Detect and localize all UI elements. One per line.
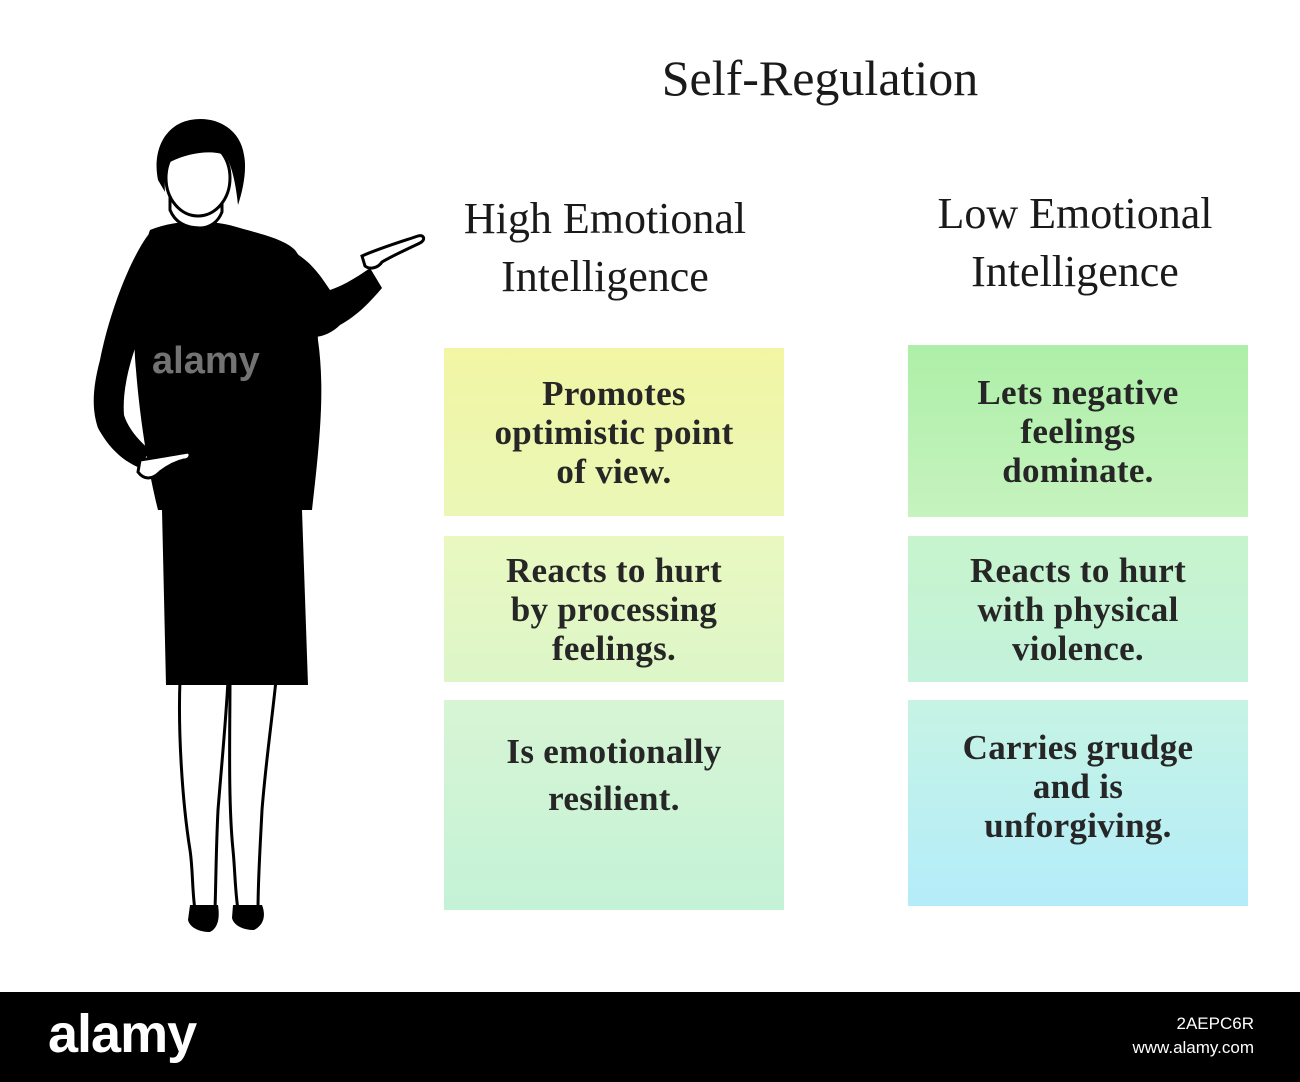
hip-arm-icon bbox=[93, 235, 150, 468]
high-ei-heading-text: High Emotional Intelligence bbox=[463, 194, 747, 301]
skirt-icon bbox=[162, 510, 308, 685]
right-shoe-icon bbox=[232, 905, 264, 930]
low-ei-item-1: Lets negative feelings dominate. bbox=[977, 372, 1179, 490]
high-ei-box-3: Is emotionally resilient. bbox=[444, 700, 784, 910]
high-ei-box-2: Reacts to hurt by processing feelings. bbox=[444, 536, 784, 682]
low-ei-item-3: Carries grudge and is unforgiving. bbox=[962, 728, 1194, 845]
low-ei-box-2: Reacts to hurt with physical violence. bbox=[908, 536, 1248, 682]
jacket-icon bbox=[134, 221, 322, 510]
low-ei-box-3: Carries grudge and is unforgiving. bbox=[908, 700, 1248, 906]
low-ei-heading: Low Emotional Intelligence bbox=[895, 185, 1255, 301]
low-ei-item-2: Reacts to hurt with physical violence. bbox=[969, 550, 1187, 668]
high-ei-heading: High Emotional Intelligence bbox=[425, 190, 785, 306]
high-ei-item-1: Promotes optimistic point of view. bbox=[494, 373, 734, 491]
diagram-title: Self-Regulation bbox=[661, 50, 979, 106]
hair-icon bbox=[156, 118, 246, 205]
footer-url[interactable]: www.alamy.com bbox=[1132, 1038, 1254, 1057]
left-shoe-icon bbox=[188, 905, 219, 932]
footer-logo[interactable]: alamy bbox=[48, 1004, 197, 1064]
high-ei-item-3: Is emotionally resilient. bbox=[506, 732, 722, 818]
right-leg-icon bbox=[228, 678, 278, 912]
high-ei-item-2: Reacts to hurt by processing feelings. bbox=[505, 550, 723, 668]
footer-bar: alamy 2AEPC6R www.alamy.com bbox=[0, 992, 1300, 1082]
low-ei-heading-text: Low Emotional Intelligence bbox=[937, 189, 1213, 296]
raised-arm-icon bbox=[290, 250, 382, 337]
high-ei-box-1: Promotes optimistic point of view. bbox=[444, 348, 784, 516]
open-palm-icon bbox=[360, 234, 426, 270]
footer-image-id: 2AEPC6R bbox=[1176, 1014, 1254, 1033]
watermark: alamy bbox=[152, 340, 260, 382]
hip-hand-icon bbox=[136, 450, 192, 480]
left-leg-icon bbox=[178, 678, 230, 912]
businesswoman-silhouette-icon bbox=[93, 118, 426, 932]
low-ei-box-1: Lets negative feelings dominate. bbox=[908, 345, 1248, 517]
